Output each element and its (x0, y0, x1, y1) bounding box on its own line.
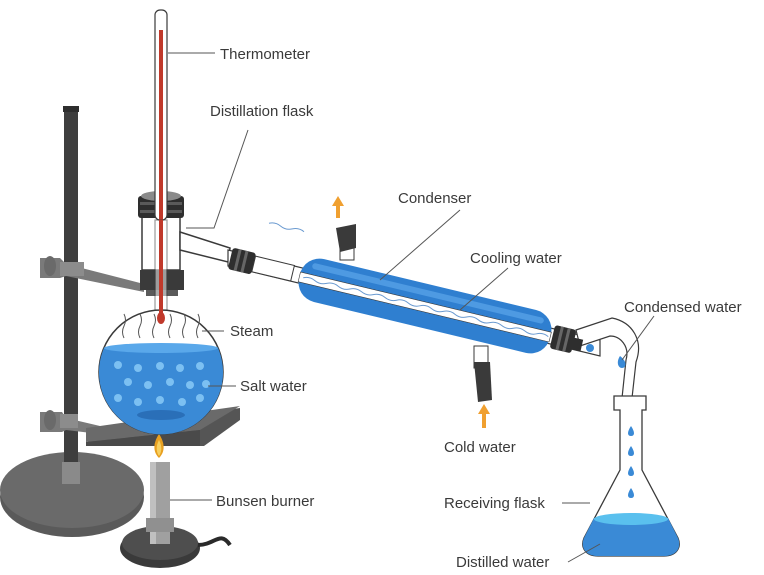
label-distillation-flask: Distillation flask (210, 103, 314, 120)
label-bunsen-burner: Bunsen burner (216, 493, 314, 510)
retort-stand (0, 106, 144, 537)
label-condensed-water: Condensed water (624, 299, 742, 316)
adapter (566, 317, 640, 399)
label-thermometer: Thermometer (220, 46, 310, 63)
receiving-flask (582, 395, 680, 557)
label-cooling-water: Cooling water (470, 250, 562, 267)
label-salt-water: Salt water (240, 378, 307, 395)
condenser (227, 196, 601, 428)
labels: Thermometer Distillation flask Condenser… (210, 46, 742, 571)
distillation-flask (98, 191, 231, 435)
label-condenser: Condenser (398, 190, 471, 207)
label-distilled-water: Distilled water (456, 554, 549, 571)
leader-lines (168, 52, 655, 563)
label-steam: Steam (230, 323, 273, 340)
label-cold-water: Cold water (444, 439, 516, 456)
thermometer (154, 9, 168, 324)
label-receiving-flask: Receiving flask (444, 495, 545, 512)
bunsen-burner (120, 434, 232, 568)
